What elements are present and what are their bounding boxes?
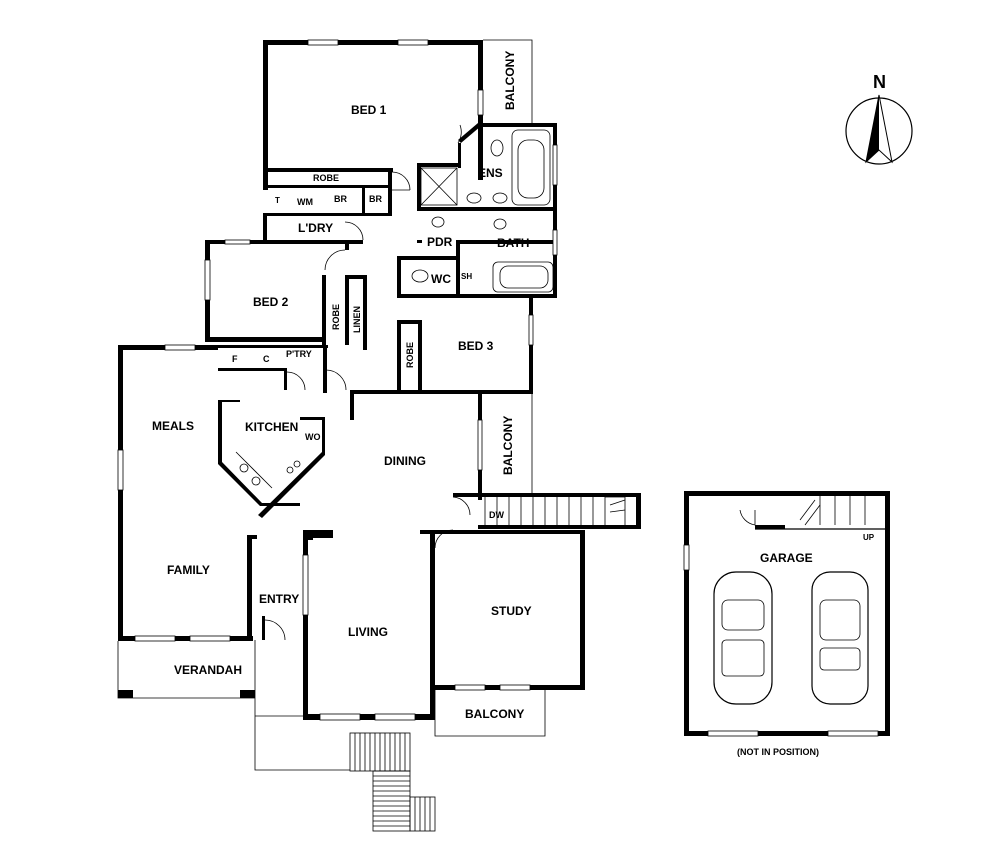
robe2-label: ROBE <box>331 304 341 330</box>
br2-label: BR <box>369 194 382 204</box>
bed3-label: BED 3 <box>458 339 494 353</box>
fixtures <box>235 129 554 489</box>
br1-label: BR <box>334 194 347 204</box>
kitchen-label: KITCHEN <box>245 420 298 434</box>
doors <box>264 124 471 641</box>
room-labels: BED 1 BALCONY ROBE ENS WM BR BR T L'DRY … <box>152 51 875 757</box>
dw-label: DW <box>489 510 504 520</box>
study-label: STUDY <box>491 604 532 618</box>
bed2-label: BED 2 <box>253 295 289 309</box>
pdr-label: PDR <box>427 235 453 249</box>
f-label: F <box>232 354 238 364</box>
living-label: LIVING <box>348 625 388 639</box>
garage-label: GARAGE <box>760 551 813 565</box>
laundry-label: L'DRY <box>298 221 333 235</box>
up-label: UP <box>863 533 875 542</box>
pantry-label: P'TRY <box>286 349 312 359</box>
verandah-label: VERANDAH <box>174 663 242 677</box>
not-in-position-label: (NOT IN POSITION) <box>737 747 819 757</box>
entry-label: ENTRY <box>259 592 299 606</box>
linen-label: LINEN <box>352 306 362 333</box>
balcony-top-label: BALCONY <box>503 51 517 110</box>
ens-label: ENS <box>478 166 503 180</box>
windows <box>117 39 558 721</box>
robe3-label: ROBE <box>405 342 415 368</box>
family-label: FAMILY <box>167 563 210 577</box>
balcony-mid-label: BALCONY <box>501 416 515 475</box>
bath-label: BATH <box>497 236 529 250</box>
outdoor-lines <box>117 39 626 832</box>
garage <box>683 491 890 737</box>
house-walls <box>118 40 641 720</box>
t-label: T <box>275 196 280 205</box>
meals-label: MEALS <box>152 419 194 433</box>
north-label: N <box>873 72 886 92</box>
balcony-bottom-label: BALCONY <box>465 707 524 721</box>
robe1-label: ROBE <box>313 173 339 183</box>
c-label: C <box>263 354 270 364</box>
north-arrow: N <box>845 72 913 165</box>
sh-label: SH <box>461 272 472 281</box>
wc-label: WC <box>431 272 451 286</box>
wo-label: WO <box>305 432 321 442</box>
wm-label: WM <box>297 197 313 207</box>
bed1-label: BED 1 <box>351 103 387 117</box>
dining-label: DINING <box>384 454 426 468</box>
